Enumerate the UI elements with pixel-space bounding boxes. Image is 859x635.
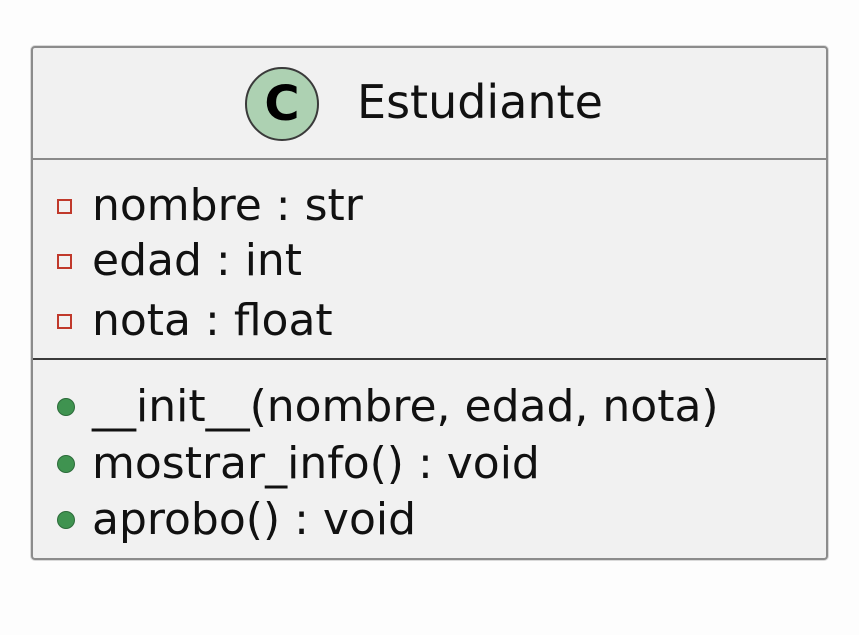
attribute-row: nota : float [57,293,333,349]
methods-compartment: __init__(nombre, edad, nota) mostrar_inf… [33,360,826,560]
private-visibility-icon [57,313,72,329]
method-row: mostrar_info() : void [57,436,540,492]
method-text: aprobo() : void [92,494,417,545]
class-stereotype-icon: C [245,67,319,141]
attributes-compartment: nombre : str edad : int nota : float [33,160,826,360]
class-name: Estudiante [357,75,603,129]
method-row: __init__(nombre, edad, nota) [57,379,719,435]
private-visibility-icon [57,198,72,214]
attribute-row: edad : int [57,233,302,289]
method-row: aprobo() : void [57,492,416,548]
attribute-row: nombre : str [57,178,363,234]
class-header: C Estudiante [33,48,826,160]
attribute-text: nombre : str [92,180,363,231]
class-estudiante[interactable]: C Estudiante nombre : str edad : int not… [31,46,828,560]
method-text: __init__(nombre, edad, nota) [92,381,719,432]
stereotype-letter: C [264,76,300,132]
public-visibility-icon [57,511,75,529]
public-visibility-icon [57,455,75,473]
method-text: mostrar_info() : void [92,438,540,489]
public-visibility-icon [57,398,75,416]
private-visibility-icon [57,253,72,269]
attribute-text: edad : int [92,235,303,286]
attribute-text: nota : float [92,295,333,346]
